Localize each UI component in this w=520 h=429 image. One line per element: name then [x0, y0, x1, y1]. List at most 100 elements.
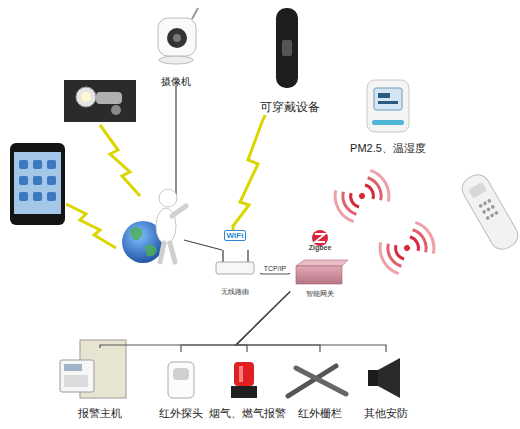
app-icon: [33, 160, 42, 169]
device-label: 其他安防: [364, 407, 408, 420]
signal-symbol: [375, 219, 440, 277]
edge-label: TCP/IP: [264, 265, 287, 272]
smoke-gas-alarm: 烟气、燃气报警: [206, 352, 288, 420]
device-label: 无线路由: [221, 288, 249, 296]
air-monitor-illustration: [367, 80, 409, 132]
camera-device: 摄像机: [145, 5, 207, 87]
alarm-bus: [236, 292, 386, 352]
remote-illustration: [458, 170, 520, 253]
router-illustration: [216, 250, 254, 274]
app-icon: [33, 176, 42, 185]
infrared-probe: 红外探头: [158, 352, 204, 420]
lamp-knob: [111, 105, 121, 115]
router-antenna: [222, 250, 224, 263]
app-icon: [47, 160, 56, 169]
remote-button: [485, 216, 490, 221]
router-antenna: [247, 250, 249, 263]
speaker-body: [368, 370, 378, 386]
camera-lens: [167, 28, 187, 48]
alarm-bus: [181, 292, 290, 352]
lamp-socket: [96, 92, 122, 104]
zigbee-mark: [315, 234, 325, 242]
device-label: 可穿戴设备: [260, 101, 320, 115]
tcpip-link: [260, 273, 290, 275]
other-security: 其他安防: [358, 352, 414, 420]
fence-bar: [288, 366, 336, 396]
band-strap: [276, 8, 298, 88]
lamp-illustration: [64, 80, 136, 122]
monitor-bar: [378, 101, 398, 104]
wearable-device: 可穿戴设备: [256, 5, 324, 115]
siren-highlight: [239, 366, 243, 382]
device-label: 智能网关: [306, 290, 334, 298]
pir-body: [168, 362, 194, 398]
speaker-horn: [378, 358, 400, 398]
remote-button: [483, 201, 488, 206]
device-label: 报警主机: [78, 407, 122, 420]
app-icon: [19, 160, 28, 169]
wearable-illustration: [276, 8, 298, 88]
camera-wire: [175, 86, 176, 200]
keypad-keys: [64, 375, 88, 387]
figure-leg: [160, 243, 175, 262]
wireless-link: [233, 115, 265, 230]
figure-arm: [172, 206, 186, 216]
zigbee-icon: [312, 230, 328, 246]
remote-button: [482, 209, 487, 214]
camera-illustration: [158, 8, 198, 64]
app-icon: [33, 192, 42, 201]
alarm-bus: [100, 292, 290, 348]
remote-button: [494, 211, 499, 216]
alarm-bus: [236, 292, 290, 352]
pir-sensor-illustration: [168, 362, 194, 398]
smart-gateway: Zigbee 智能网关: [290, 226, 350, 298]
monitor-digits: [378, 93, 390, 98]
device-label: 摄像机: [161, 76, 191, 88]
app-icon: [47, 176, 56, 185]
device-label: PM2.5、温湿度: [350, 142, 426, 155]
app-icon: [19, 176, 28, 185]
remote-button: [490, 204, 495, 209]
speaker-illustration: [368, 358, 400, 398]
device-label: 烟气、燃气报警: [209, 407, 286, 420]
phone-body: [10, 143, 65, 225]
keypad: [60, 360, 94, 392]
lamp-bulb: [76, 87, 96, 107]
signal-wave: [393, 235, 421, 260]
remote-pad: [468, 182, 487, 199]
siren-base: [231, 386, 257, 398]
signal-wave: [348, 183, 376, 208]
device-label: 红外探头: [159, 407, 203, 420]
device-label: 红外栅栏: [298, 407, 342, 420]
monitor-light: [372, 120, 404, 125]
keypad-screen: [64, 364, 82, 371]
logo-text: WiFi: [224, 230, 247, 241]
app-icon: [47, 192, 56, 201]
phone-screen: [14, 152, 61, 214]
air-sensor-device: PM2.5、温湿度: [346, 75, 430, 155]
signal-wave: [375, 219, 440, 277]
signal-dot: [403, 244, 411, 252]
logo-text: Zigbee: [309, 244, 332, 252]
continent: [130, 227, 143, 240]
lamp-glow: [81, 92, 91, 102]
band-display: [282, 40, 292, 56]
remote-button: [478, 203, 483, 208]
pir-lens: [173, 368, 189, 380]
monitor-body: [367, 80, 409, 132]
router-body: [216, 262, 254, 274]
internet-globe: [122, 189, 186, 263]
alarm-bus: [236, 292, 320, 352]
figure-head: [159, 189, 177, 207]
signal-wave: [339, 175, 385, 217]
network-wire: [184, 240, 222, 250]
siren-illustration: [231, 362, 257, 398]
app-icon: [19, 192, 28, 201]
gateway-illustration: [296, 230, 348, 284]
gateway-body: [296, 266, 342, 284]
signal-wave: [384, 227, 430, 269]
phone-illustration: [10, 143, 65, 225]
lamp-photo: [64, 80, 136, 122]
alarm-host-illustration: [60, 340, 126, 398]
